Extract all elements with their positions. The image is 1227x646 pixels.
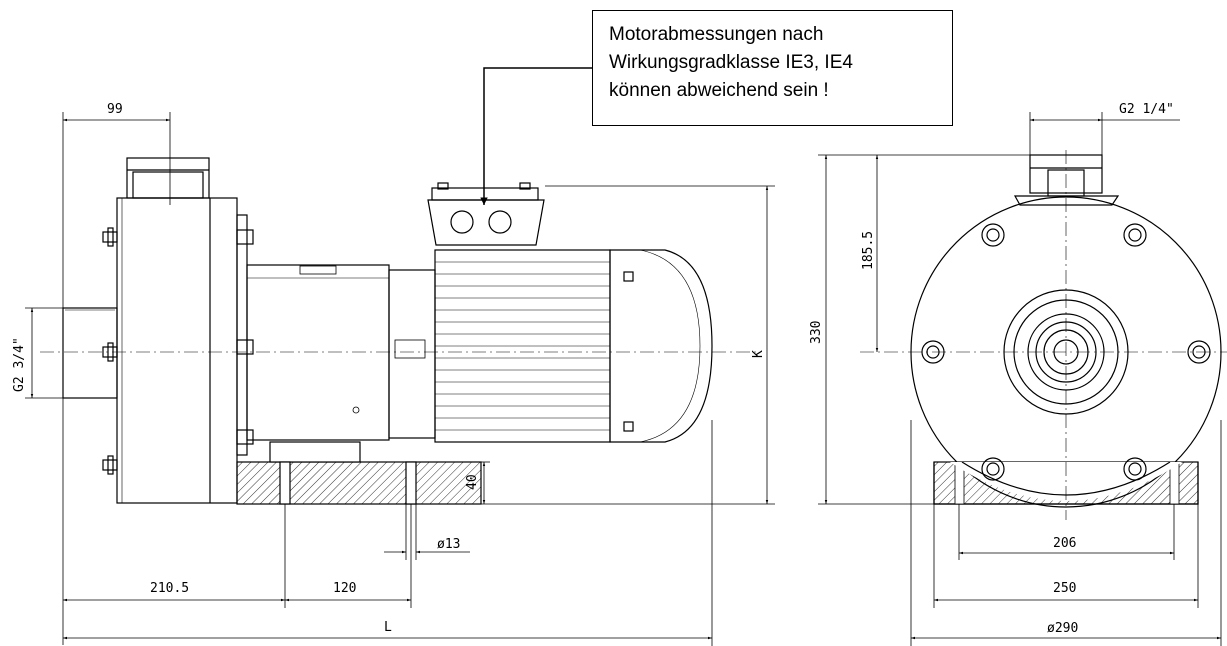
dim-inlet-thread: G2 3/4" (12, 337, 27, 392)
base-plate (236, 461, 482, 505)
terminal-box (427, 199, 545, 246)
cooling-fins (435, 261, 610, 431)
motor-adapter (388, 269, 436, 439)
inlet-nozzle (62, 307, 118, 399)
lantern-housing (246, 264, 390, 441)
casing-bolts (102, 227, 118, 475)
pump-housing (116, 197, 238, 504)
note-leader (480, 67, 592, 205)
dim-outlet-thread: G2 1/4" (1119, 102, 1174, 117)
dim-diameter-290: ø290 (1047, 621, 1078, 636)
dim-l: L (384, 620, 392, 635)
note-line-3: können abweichend sein ! (609, 80, 829, 101)
front-bolts (921, 223, 1211, 481)
dim-99: 99 (107, 102, 123, 117)
dim-120: 120 (333, 581, 356, 596)
note-line-2: Wirkungsgradklasse IE3, IE4 (609, 52, 853, 73)
side-view (40, 112, 760, 645)
side-view-dimensions (25, 112, 775, 646)
dim-206: 206 (1053, 536, 1076, 551)
note-line-1: Motorabmessungen nach (609, 24, 824, 45)
dim-k: K (751, 350, 766, 358)
dim-210-5: 210.5 (150, 581, 189, 596)
fan-cover (609, 249, 713, 443)
dim-hole-diameter: ø13 (437, 537, 460, 552)
dim-250: 250 (1053, 581, 1076, 596)
note-box: Motorabmessungen nach Wirkungsgradklasse… (592, 10, 953, 126)
front-view-dimensions (818, 112, 1222, 646)
dim-330: 330 (809, 321, 824, 344)
dim-185-5: 185.5 (861, 231, 876, 270)
outlet-nozzle (126, 157, 210, 199)
dim-40: 40 (465, 474, 480, 490)
front-view (860, 150, 1227, 520)
flange-plate (236, 214, 248, 456)
